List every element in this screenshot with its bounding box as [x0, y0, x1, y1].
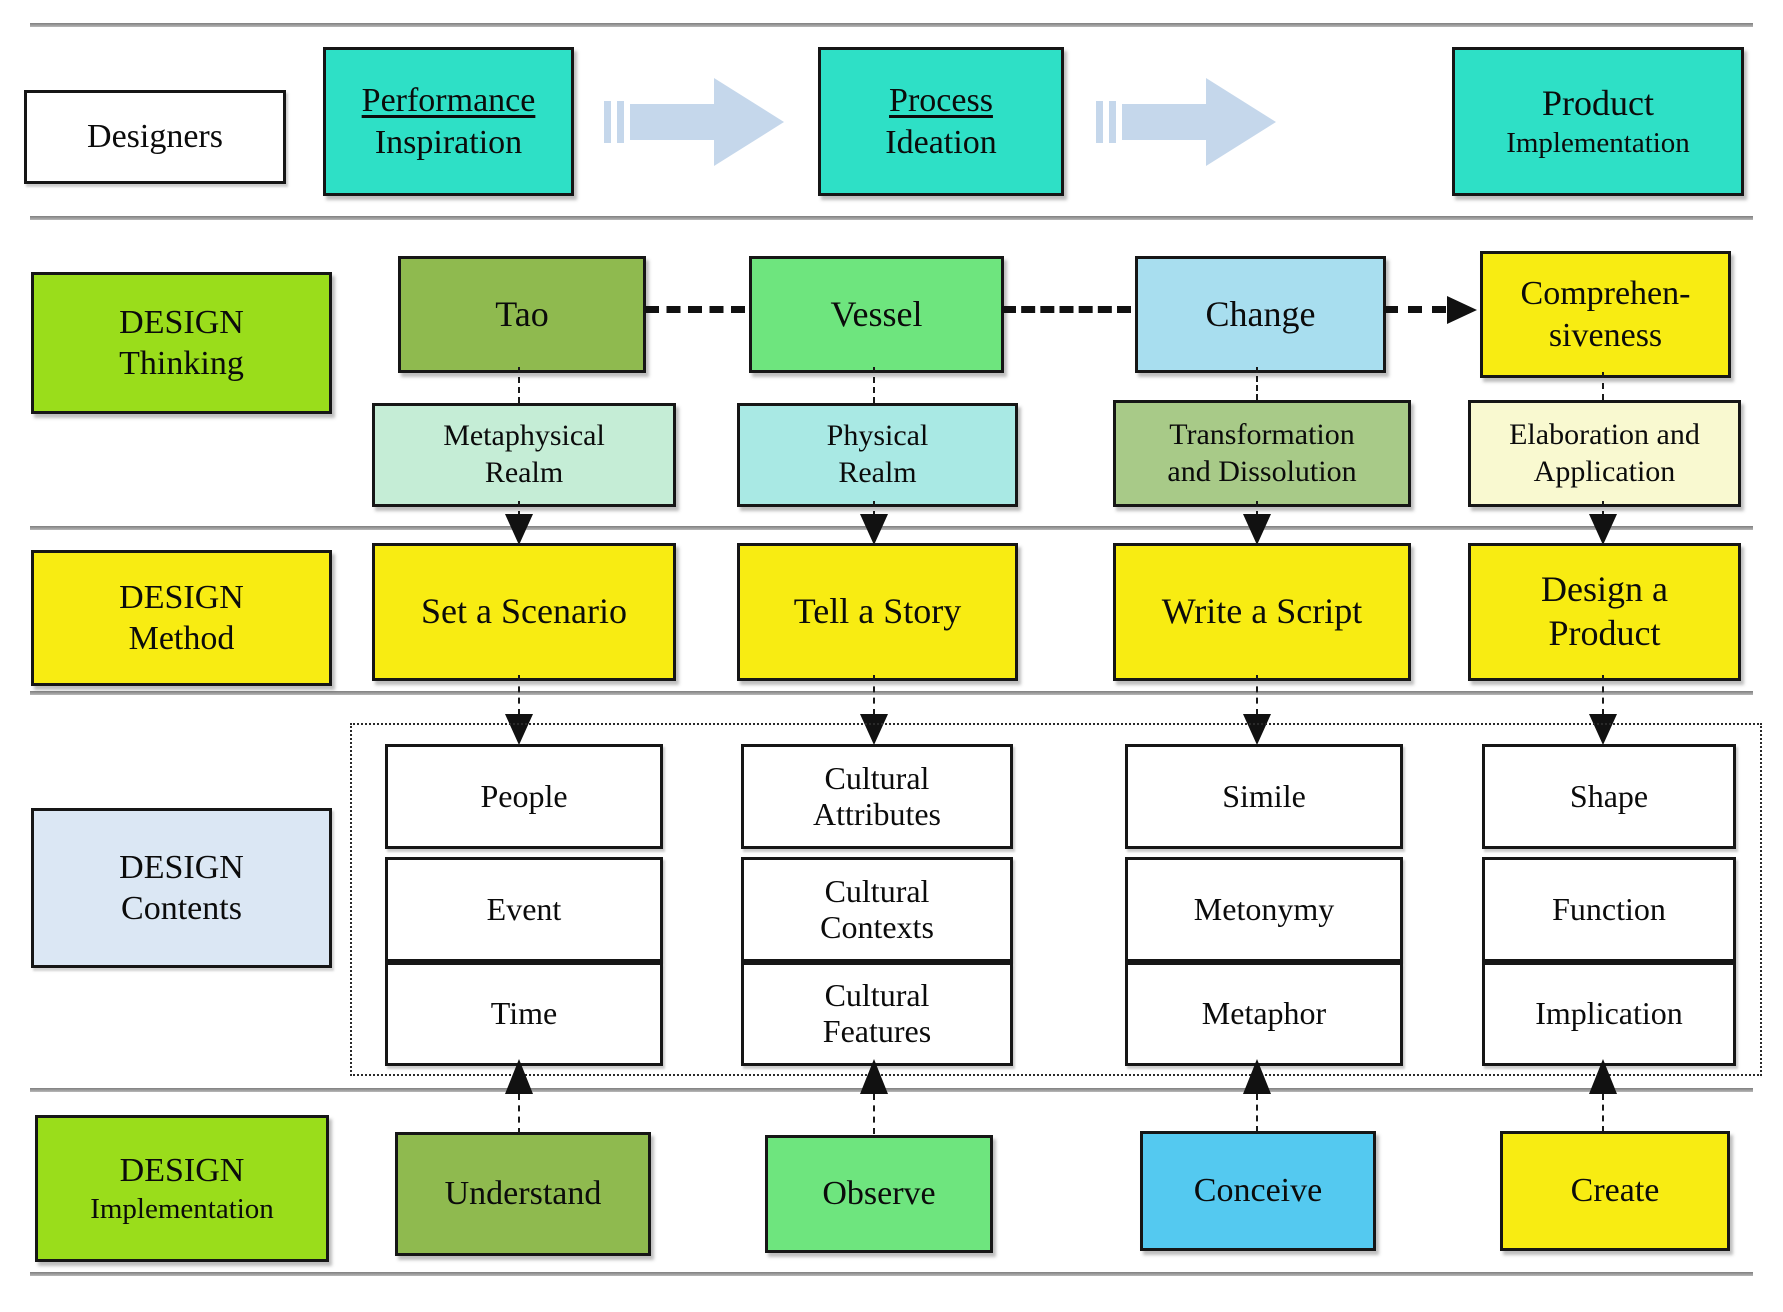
tell-a-story-box: Tell a Story [737, 543, 1018, 681]
dashed-link-vessel-change [1002, 306, 1131, 313]
dashed-connector [873, 1094, 875, 1134]
up-arrowhead-icon [1243, 1059, 1271, 1094]
separator-line-6 [30, 1272, 1753, 1276]
conceive-box: Conceive [1140, 1131, 1376, 1251]
shape-box: Shape [1482, 744, 1736, 849]
dashed-connector [518, 1094, 520, 1134]
simile-box: Simile [1125, 744, 1403, 849]
row-label-design-thinking: DESIGN Thinking [31, 272, 332, 414]
separator-line-3 [30, 526, 1753, 530]
change-box: Change [1135, 256, 1386, 373]
stage-line1: Product [1542, 82, 1654, 123]
row-label-design-contents: DESIGN Contents [31, 808, 332, 968]
dashed-link-change-comprehensiveness [1384, 306, 1446, 313]
row-label-design-implementation: DESIGN Implementation [35, 1115, 329, 1262]
transformation-dissolution-box: Transformation and Dissolution [1113, 400, 1411, 507]
cultural-features-box: Cultural Features [741, 962, 1013, 1066]
dashed-connector [1256, 501, 1258, 517]
separator-line-2 [30, 216, 1753, 220]
dashed-link-tao-vessel [645, 306, 745, 313]
comprehensiveness-box: Comprehen- siveness [1480, 251, 1731, 378]
function-box: Function [1482, 857, 1736, 962]
event-box: Event [385, 857, 663, 962]
dashed-connector [1256, 367, 1258, 400]
dashed-connector [518, 367, 520, 403]
metaphor-box: Metaphor [1125, 962, 1403, 1066]
dashed-connector [873, 501, 875, 517]
dashed-connector [873, 367, 875, 403]
stage-product-implementation: Product Implementation [1452, 47, 1744, 196]
stage-line2: Ideation [885, 123, 997, 161]
row-label-design-method: DESIGN Method [31, 550, 332, 686]
label-line1: DESIGN [119, 1152, 245, 1190]
down-arrowhead-icon [1243, 514, 1271, 545]
striped-right-arrow-icon-1 [604, 78, 784, 166]
label-line2: Implementation [90, 1192, 274, 1225]
down-arrowhead-icon [1243, 714, 1271, 745]
separator-line-4 [30, 691, 1753, 695]
write-a-script-box: Write a Script [1113, 543, 1411, 681]
create-box: Create [1500, 1131, 1730, 1251]
dashed-connector [518, 501, 520, 517]
metonymy-box: Metonymy [1125, 857, 1403, 962]
observe-box: Observe [765, 1135, 993, 1253]
design-a-product-box: Design a Product [1468, 543, 1741, 681]
set-a-scenario-box: Set a Scenario [372, 543, 676, 681]
up-arrowhead-icon [505, 1059, 533, 1094]
dashed-connector [518, 675, 520, 715]
down-arrowhead-icon [860, 514, 888, 545]
up-arrowhead-icon [1589, 1059, 1617, 1094]
dashed-connector [873, 675, 875, 715]
contents-container [350, 723, 1762, 1076]
cultural-attributes-box: Cultural Attributes [741, 744, 1013, 849]
separator-line-5 [30, 1088, 1753, 1092]
vessel-box: Vessel [749, 256, 1004, 373]
down-arrowhead-icon [1589, 514, 1617, 545]
down-arrowhead-icon [505, 514, 533, 545]
stage-performance-inspiration: Performance Inspiration [323, 47, 574, 196]
dashed-connector [1602, 1094, 1604, 1132]
designers-box: Designers [24, 90, 286, 184]
dashed-connector [1602, 372, 1604, 400]
time-box: Time [385, 962, 663, 1066]
down-arrowhead-icon [1589, 714, 1617, 745]
separator-line-1 [30, 23, 1753, 27]
physical-realm-box: Physical Realm [737, 403, 1018, 507]
stage-line1: Performance [361, 82, 536, 120]
cultural-contexts-box: Cultural Contexts [741, 857, 1013, 962]
up-arrowhead-icon [860, 1059, 888, 1094]
stage-process-ideation: Process Ideation [818, 47, 1064, 196]
stage-line1: Process [889, 82, 993, 120]
right-arrowhead-icon [1447, 296, 1477, 324]
dashed-connector [1602, 675, 1604, 715]
elaboration-application-box: Elaboration and Application [1468, 400, 1741, 507]
metaphysical-realm-box: Metaphysical Realm [372, 403, 676, 507]
stage-line2: Inspiration [374, 123, 523, 161]
understand-box: Understand [395, 1132, 651, 1256]
dashed-connector [1256, 1094, 1258, 1132]
down-arrowhead-icon [860, 714, 888, 745]
people-box: People [385, 744, 663, 849]
implication-box: Implication [1482, 962, 1736, 1066]
tao-box: Tao [398, 256, 646, 373]
striped-right-arrow-icon-2 [1096, 78, 1276, 166]
down-arrowhead-icon [505, 714, 533, 745]
dashed-connector [1256, 675, 1258, 715]
stage-line2: Implementation [1506, 126, 1690, 159]
dashed-connector [1602, 501, 1604, 517]
